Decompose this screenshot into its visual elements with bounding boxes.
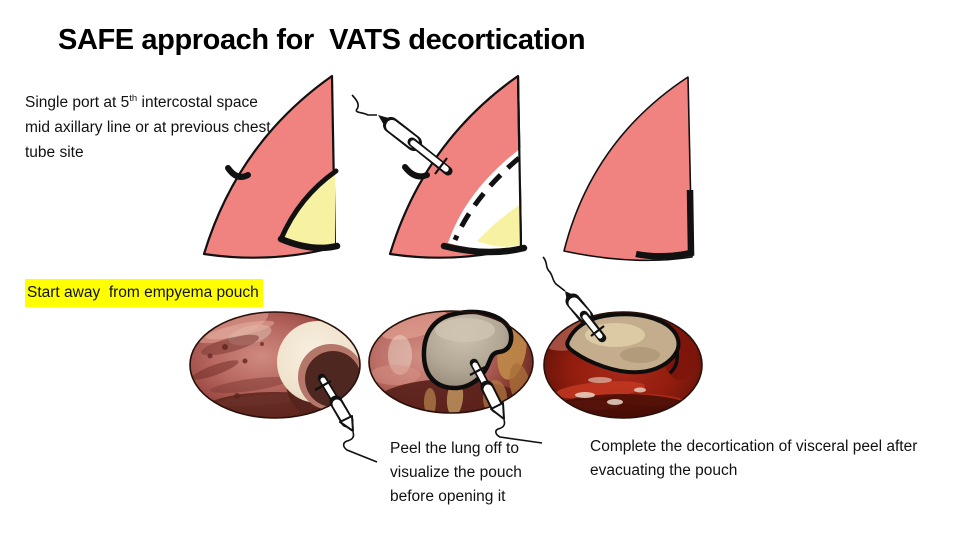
peel-lung-note: Peel the lung off to visualize the pouch… bbox=[390, 440, 527, 505]
instrument-shaft bbox=[410, 140, 449, 172]
instrument-cable bbox=[542, 256, 566, 292]
port-note-superscript: th bbox=[129, 92, 138, 104]
port-site-note: Single port at 5th intercostal space mid… bbox=[25, 90, 273, 165]
empyema-pouch-shape bbox=[281, 172, 335, 248]
diathermy-instrument-icon bbox=[469, 358, 543, 444]
start-away-note-highlighted: Start away from empyema pouch bbox=[25, 279, 263, 307]
pouch-bottom-border bbox=[277, 235, 341, 252]
scope-photo-rim bbox=[368, 310, 534, 414]
port-note-text-2: intercostal space mid axillary line or a… bbox=[25, 94, 271, 161]
pouch-border bbox=[278, 168, 339, 242]
scope-view-step3 bbox=[542, 256, 703, 419]
port-incision-mark bbox=[225, 165, 251, 180]
lung-right-edge bbox=[516, 75, 523, 248]
peel-outline-tail bbox=[668, 350, 679, 375]
scope-photo-texture bbox=[369, 311, 533, 413]
instrument-cable bbox=[342, 431, 378, 463]
instrument-crossbar bbox=[434, 157, 448, 175]
port-note-text-1: Single port at 5 bbox=[25, 94, 130, 111]
instrument-cone bbox=[339, 415, 354, 432]
port-incision-mark bbox=[402, 164, 430, 180]
scope-photo-rim bbox=[543, 311, 703, 419]
pouch-bottom-border bbox=[440, 242, 528, 256]
diathermy-instrument-icon bbox=[542, 256, 607, 343]
instrument-cable bbox=[495, 419, 543, 444]
instrument-crossbar bbox=[590, 325, 605, 337]
scope-view-step2 bbox=[368, 309, 543, 444]
pouch-outline-drawn bbox=[421, 309, 514, 391]
lung-diagram-step2 bbox=[351, 74, 528, 259]
complete-decortication-note: Complete the decortication of visceral p… bbox=[590, 438, 922, 479]
instrument-crossbar bbox=[314, 380, 332, 391]
decorticated-edge-mark bbox=[635, 189, 695, 260]
dissection-dashed-line bbox=[452, 156, 521, 241]
slide-title: SAFE approach for VATS decortication bbox=[58, 24, 586, 56]
lung-diagram-step1 bbox=[202, 74, 341, 259]
lung-shape bbox=[563, 76, 693, 262]
diathermy-instrument-icon bbox=[351, 94, 453, 176]
instrument-cable bbox=[351, 94, 377, 116]
empyema-pouch-shape bbox=[477, 204, 521, 247]
instrument-crossbar bbox=[469, 366, 486, 376]
instrument-cone bbox=[490, 402, 505, 420]
diathermy-instrument-icon bbox=[314, 373, 378, 463]
scope-view-step1 bbox=[189, 311, 378, 463]
scope-photo-rim bbox=[189, 311, 361, 419]
lung-diagram-step3 bbox=[563, 76, 695, 262]
